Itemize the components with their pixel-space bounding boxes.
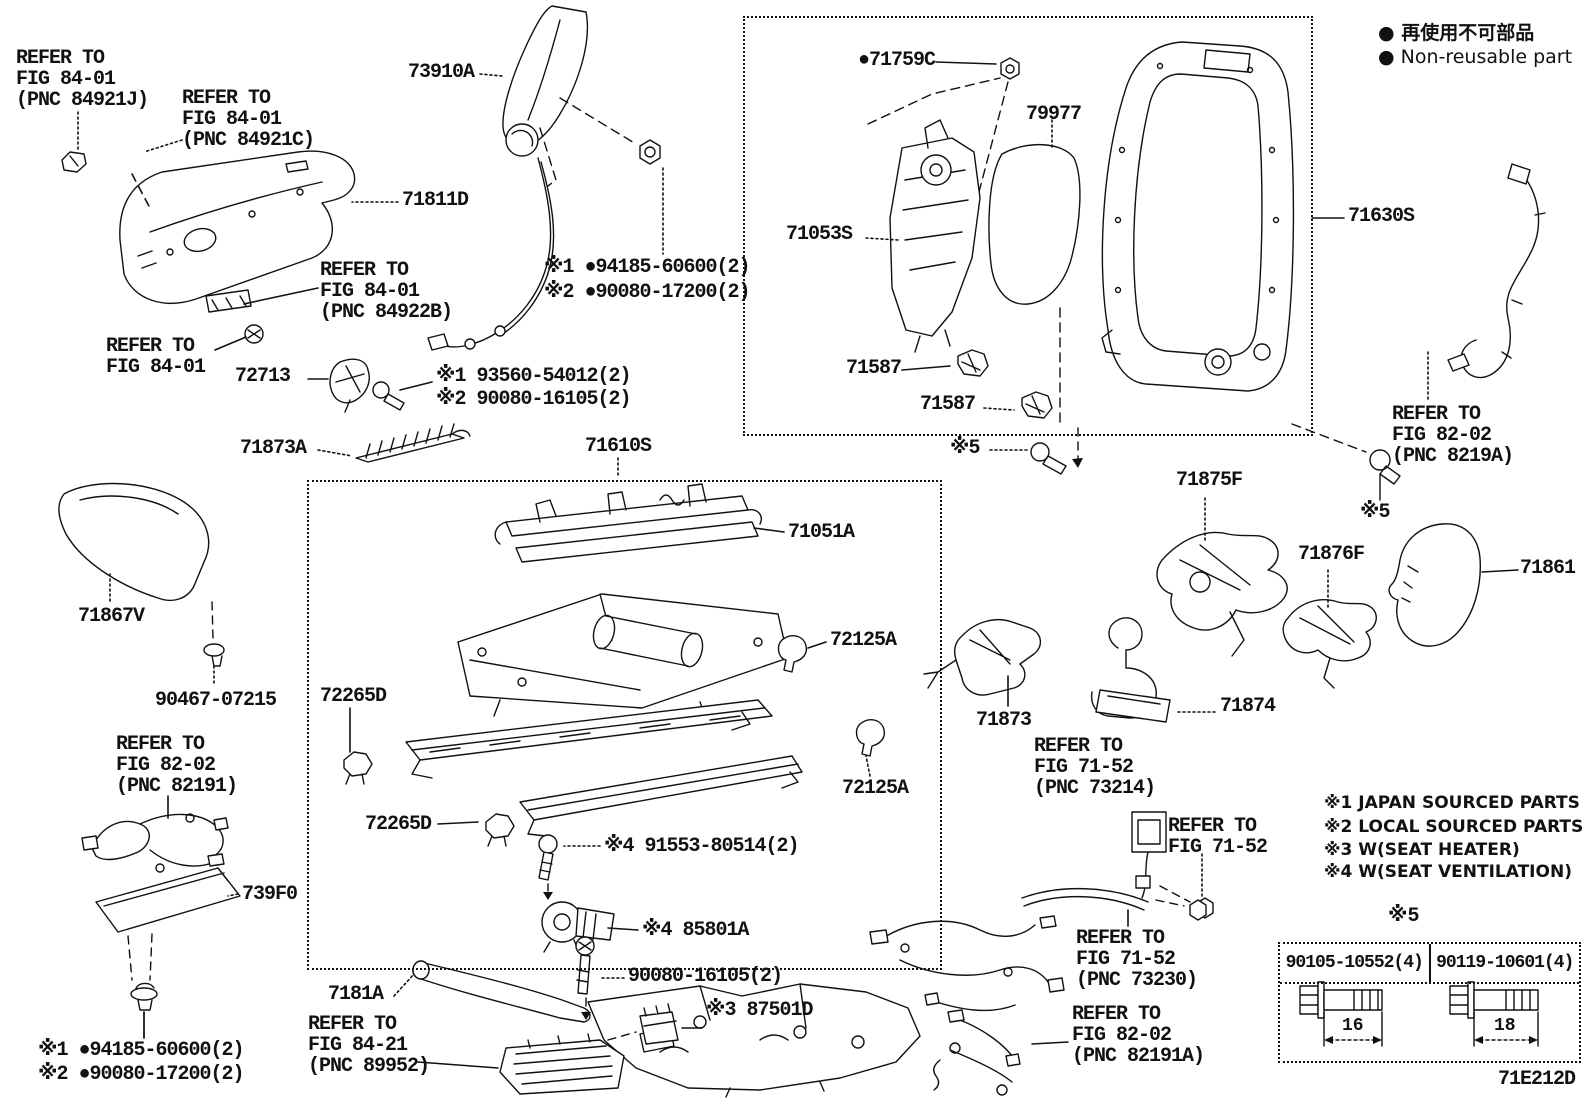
- inset-box-seat-adjuster: [307, 480, 942, 970]
- part-label-71610s: 71610S: [585, 435, 652, 458]
- bolt-center-drawing: [1030, 427, 1083, 475]
- part-label-72265d-upper: 72265D: [320, 685, 387, 708]
- part-label-71053s: 71053S: [786, 223, 853, 246]
- part-label-90467-07215: 90467-07215: [155, 689, 277, 712]
- lower-bracket-drawing: [412, 936, 921, 1098]
- part-label-71587-upper: 71587: [846, 357, 902, 380]
- part-label-72125a-lower: 72125A: [842, 777, 909, 800]
- diagram-code: 71E212D: [1498, 1068, 1576, 1091]
- part-label-739f0: 739F0: [242, 883, 298, 906]
- fastener-dim-18: 18: [1494, 1016, 1516, 1036]
- belt-parts-drawing: [869, 617, 1214, 1096]
- note-refer-fig84-01-pnc84922b: REFER TO FIG 84-01 (PNC 84922B): [320, 259, 453, 325]
- fastener-note-94185-60600-upper: ※1 ●94185-60600(2): [544, 256, 750, 279]
- legend-non-reusable-en: ● Non-reusable part: [1378, 46, 1573, 68]
- right-side-parts-drawing: [1156, 163, 1546, 689]
- note-refer-fig84-01: REFER TO FIG 84-01: [106, 335, 206, 380]
- fastener-note-90080-16105-lower: 90080-16105(2): [628, 965, 783, 988]
- headrest-garnish-drawing: [427, 5, 661, 351]
- seat-adjuster-drawing: [343, 483, 886, 953]
- fastener-table-caption: ※5: [1388, 905, 1420, 928]
- fastener-dim-16: 16: [1342, 1016, 1364, 1036]
- part-label-71873: 71873: [976, 709, 1032, 732]
- inset-box-seat-back: [743, 16, 1313, 436]
- part-label-71759c: ●71759C: [858, 49, 936, 72]
- fastener-table: 90105-10552(4) 90119-10601(4): [1278, 942, 1581, 1063]
- keynote-seat-heater: ※3 W(SEAT HEATER): [1324, 840, 1520, 860]
- part-label-71875f: 71875F: [1176, 469, 1243, 492]
- note-refer-fig71-52-pnc73230: REFER TO FIG 71-52 (PNC 73230): [1076, 927, 1198, 993]
- keynote-japan-sourced: ※1 JAPAN SOURCED PARTS: [1324, 793, 1580, 813]
- part-label-7181a: 7181A: [328, 983, 384, 1006]
- fastener-table-part-2: 90119-10601(4): [1436, 953, 1574, 973]
- part-label-71630s: 71630S: [1348, 205, 1415, 228]
- note-refer-fig71-52: REFER TO FIG 71-52: [1168, 815, 1268, 860]
- note-refer-fig82-02-pnc82191: REFER TO FIG 82-02 (PNC 82191): [116, 733, 238, 799]
- part-label-72713: 72713: [235, 365, 291, 388]
- note-refer-fig84-21-pnc89952: REFER TO FIG 84-21 (PNC 89952): [308, 1013, 430, 1079]
- keynote-local-sourced: ※2 LOCAL SOURCED PARTS: [1324, 817, 1584, 837]
- note-refer-fig82-02-pnc82191a: REFER TO FIG 82-02 (PNC 82191A): [1072, 1003, 1205, 1069]
- part-label-85801a: ※4 85801A: [642, 919, 749, 942]
- leader-lines: [77, 61, 1519, 1069]
- fastener-note-90080-16105-upper: ※2 90080-16105(2): [436, 388, 631, 411]
- part-label-71876f: 71876F: [1298, 543, 1365, 566]
- part-label-71874: 71874: [1220, 695, 1276, 718]
- fastener-table-bolts-drawing: [1299, 981, 1539, 1047]
- note-refer-fig71-52-pnc73214: REFER TO FIG 71-52 (PNC 73214): [1034, 735, 1156, 801]
- part-label-73910a: 73910A: [408, 61, 475, 84]
- legend-non-reusable-jp: ● 再使用不可部品: [1378, 22, 1535, 44]
- seat-back-inset-drawing: [867, 41, 1295, 429]
- part-label-71867v: 71867V: [78, 605, 145, 628]
- part-label-79977: 79977: [1026, 103, 1082, 126]
- part-label-72125a-upper: 72125A: [830, 629, 897, 652]
- part-label-71873a: 71873A: [240, 437, 307, 460]
- fastener-note-94185-60600-lower: ※1 ●94185-60600(2): [38, 1039, 244, 1062]
- note-refer-fig82-02-pnc8219a: REFER TO FIG 82-02 (PNC 8219A): [1392, 403, 1514, 469]
- part-label-71861: 71861: [1520, 557, 1576, 580]
- note-refer-fig84-01-pnc84921j: REFER TO FIG 84-01 (PNC 84921J): [16, 47, 149, 113]
- part-label-71051a: 71051A: [788, 521, 855, 544]
- part-label-71587-lower: 71587: [920, 393, 976, 416]
- fastener-note-5-center: ※5: [950, 437, 980, 460]
- fastener-note-93560-54012: ※1 93560-54012(2): [436, 365, 631, 388]
- seat-side-shield-drawing: [61, 150, 471, 463]
- cushion-shield-drawing: [58, 482, 241, 1039]
- fastener-note-90080-17200-lower: ※2 ●90080-17200(2): [38, 1063, 244, 1086]
- keynote-seat-ventilation: ※4 W(SEAT VENTILATION): [1324, 862, 1572, 882]
- note-refer-fig84-01-pnc84921c: REFER TO FIG 84-01 (PNC 84921C): [182, 87, 315, 153]
- fastener-note-90080-17200-upper: ※2 ●90080-17200(2): [544, 281, 750, 304]
- fastener-note-5-right: ※5: [1360, 501, 1390, 524]
- part-label-71811d: 71811D: [402, 189, 469, 212]
- part-label-87501d: ※3 87501D: [706, 999, 813, 1022]
- fastener-note-91553-80514: ※4 91553-80514(2): [604, 835, 799, 858]
- part-label-72265d-lower: 72265D: [365, 813, 432, 836]
- fastener-table-part-1: 90105-10552(4): [1280, 944, 1431, 982]
